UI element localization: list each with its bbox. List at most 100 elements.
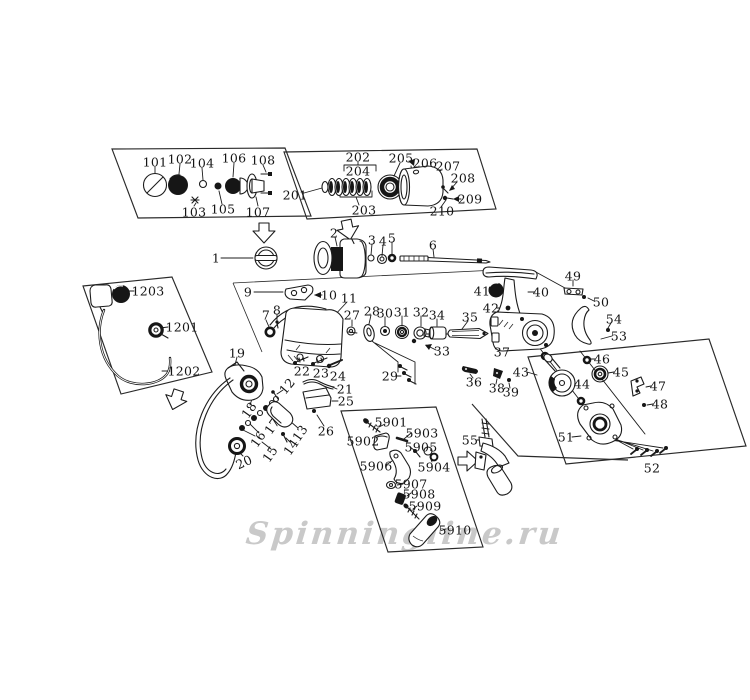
part-5909-shaft xyxy=(403,503,420,520)
part-label-50: 50 xyxy=(592,294,610,310)
part-label-40: 40 xyxy=(532,284,550,300)
part-label-7: 7 xyxy=(261,307,271,323)
part-5907-washer xyxy=(385,480,397,490)
part-5906-crank xyxy=(389,449,412,485)
part-label-29: 29 xyxy=(381,368,399,384)
part-49-clip xyxy=(563,287,584,296)
part-32-pinion xyxy=(411,326,431,344)
parts-1201-1203 xyxy=(89,284,172,386)
part-label-41: 41 xyxy=(473,283,491,299)
part-label-4: 4 xyxy=(378,233,388,249)
part-label-27: 27 xyxy=(343,307,361,323)
part-label-108: 108 xyxy=(250,152,276,168)
part-label-45: 45 xyxy=(612,364,630,380)
part-label-46: 46 xyxy=(593,351,611,367)
part-29-screws xyxy=(398,364,417,385)
part-label-106: 106 xyxy=(221,150,247,166)
part-label-102: 102 xyxy=(167,151,193,167)
part-41-knob xyxy=(488,282,504,298)
part-5-washer xyxy=(387,253,397,263)
part-label-210: 210 xyxy=(429,203,455,219)
part-105-washer xyxy=(214,182,222,190)
part-label-51: 51 xyxy=(557,429,575,445)
part-25-cover-plate xyxy=(302,387,332,410)
part-8-pin xyxy=(275,320,279,329)
part-35-oscillating-slider xyxy=(447,327,489,340)
part-11-rotor-cup xyxy=(269,305,344,368)
part-label-5907: 5907 xyxy=(394,476,428,492)
part-39-screw xyxy=(507,378,511,382)
part-46-washer-c xyxy=(576,396,586,406)
part-label-5902: 5902 xyxy=(346,433,380,449)
part-label-5906: 5906 xyxy=(359,458,393,474)
part-label-9: 9 xyxy=(243,284,253,300)
part-5904-nut xyxy=(423,446,439,462)
part-label-208: 208 xyxy=(450,170,476,186)
part-label-201: 201 xyxy=(282,187,308,203)
panel-101-108 xyxy=(111,147,312,219)
part-5902-cap xyxy=(373,432,390,451)
part-label-44: 44 xyxy=(573,376,591,392)
part-label-1202: 1202 xyxy=(167,363,201,379)
arrow-down-3 xyxy=(165,388,188,411)
parts-5901-5910 xyxy=(363,418,441,548)
parts-40-42-body xyxy=(461,266,610,382)
part-label-37: 37 xyxy=(493,344,511,360)
part-5903-pin xyxy=(395,436,409,443)
part-label-54: 54 xyxy=(605,311,623,327)
part-label-5901: 5901 xyxy=(374,414,408,430)
part-label-36: 36 xyxy=(465,374,483,390)
part-label-1201: 1201 xyxy=(165,319,199,335)
part-label-209: 209 xyxy=(457,191,483,207)
part-5910-handle-knob xyxy=(408,513,441,548)
part-55-handle xyxy=(474,418,513,496)
part-48-screw xyxy=(642,403,646,407)
arrow-down-2 xyxy=(336,218,360,241)
part-label-206: 206 xyxy=(412,155,438,171)
part-1201-ring xyxy=(148,322,169,339)
parts-201-210 xyxy=(321,159,454,207)
parts-12-26-bail xyxy=(195,356,343,480)
arrow-down-1 xyxy=(252,222,276,244)
part-34-bushing xyxy=(428,326,447,340)
part-6-main-shaft xyxy=(399,255,491,264)
part-label-104: 104 xyxy=(189,155,215,171)
part-label-39: 39 xyxy=(502,384,520,400)
part-label-34: 34 xyxy=(428,307,446,323)
part-31-bearing xyxy=(394,324,410,340)
part-label-5903: 5903 xyxy=(405,425,439,441)
part-label-25: 25 xyxy=(337,393,355,409)
parts-27-35-geartrain xyxy=(264,320,489,385)
part-label-48: 48 xyxy=(651,396,669,412)
part-label-21: 21 xyxy=(336,381,354,397)
part-4-washer xyxy=(376,253,388,265)
part-label-47: 47 xyxy=(649,378,667,394)
panel-201-210 xyxy=(283,148,497,220)
part-label-5905: 5905 xyxy=(404,439,438,455)
part-106-drag-disc xyxy=(225,178,241,194)
part-206-clip xyxy=(408,159,415,166)
part-47-clip xyxy=(630,376,645,397)
part-label-103: 103 xyxy=(181,204,207,220)
part-9-bail-lever xyxy=(284,284,314,301)
part-label-5: 5 xyxy=(387,230,397,246)
part-label-38: 38 xyxy=(488,380,506,396)
parts-1-6 xyxy=(254,238,491,279)
part-45-gear-washer xyxy=(591,365,609,383)
part-label-204: 204 xyxy=(345,163,371,179)
part-30-washer xyxy=(379,325,391,337)
part-53-bail-arm xyxy=(571,305,592,345)
center-structure-lines xyxy=(232,268,517,353)
part-52-screws xyxy=(630,446,668,457)
part-label-6: 6 xyxy=(428,237,438,253)
part-label-52: 52 xyxy=(643,460,661,476)
part-label-5904: 5904 xyxy=(417,459,451,475)
part-label-5910: 5910 xyxy=(438,522,472,538)
part-label-55: 55 xyxy=(461,432,479,448)
part-38-pawl xyxy=(493,368,503,379)
part-24-screw xyxy=(326,359,343,369)
part-label-11: 11 xyxy=(340,290,358,306)
part-label-19: 19 xyxy=(228,345,246,361)
part-46-washer-b xyxy=(582,355,592,365)
